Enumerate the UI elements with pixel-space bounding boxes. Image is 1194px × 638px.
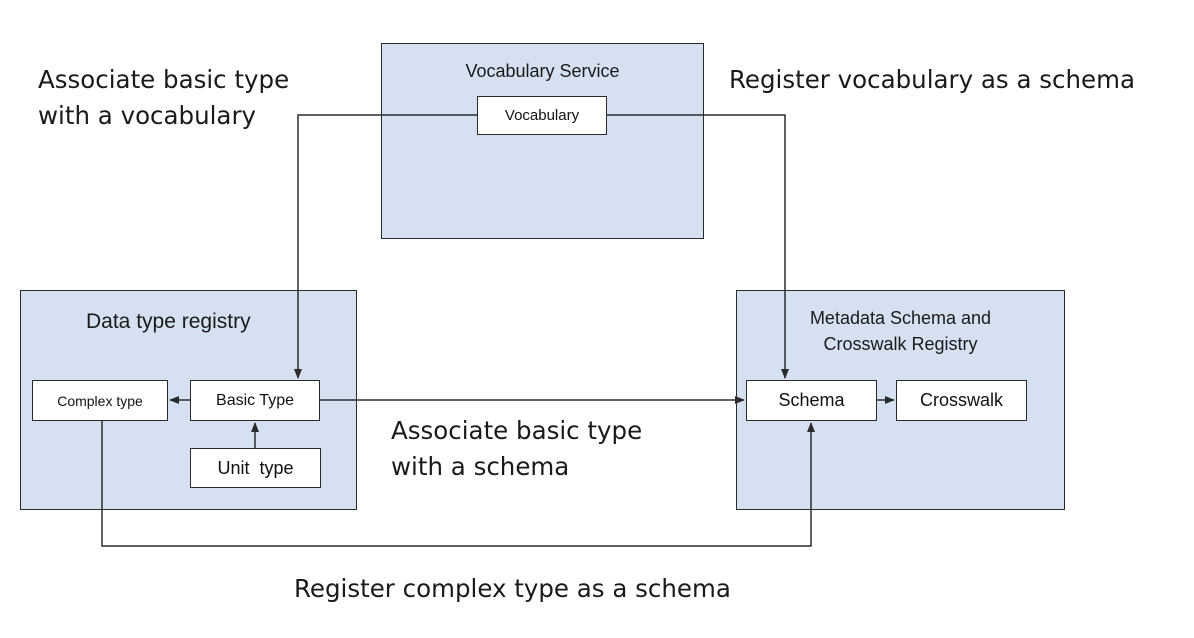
vocabulary-service-title: Vocabulary Service <box>465 61 620 81</box>
complex-type-node: Complex type <box>32 380 168 421</box>
metadata-schema-registry-title-line1: Metadata Schema and <box>809 308 992 328</box>
label-associate-schema-line2: with a schema <box>391 452 570 481</box>
basic-type-node: Basic Type <box>190 380 320 421</box>
crosswalk-node: Crosswalk <box>896 380 1027 421</box>
label-associate-vocabulary-line1: Associate basic type <box>38 65 290 94</box>
vocabulary-service-container: Vocabulary Service <box>381 43 704 239</box>
schema-node: Schema <box>746 380 877 421</box>
data-type-registry-title: Data type registry <box>86 310 251 333</box>
unit-type-node: Unit type <box>190 448 321 488</box>
label-associate-vocabulary-line2: with a vocabulary <box>38 101 257 130</box>
vocabulary-node: Vocabulary <box>477 96 607 135</box>
metadata-schema-registry-title-line2: Crosswalk Registry <box>823 334 978 354</box>
label-associate-schema-line1: Associate basic type <box>391 416 643 445</box>
label-register-complex: Register complex type as a schema <box>294 574 731 603</box>
label-register-vocabulary: Register vocabulary as a schema <box>729 65 1135 94</box>
